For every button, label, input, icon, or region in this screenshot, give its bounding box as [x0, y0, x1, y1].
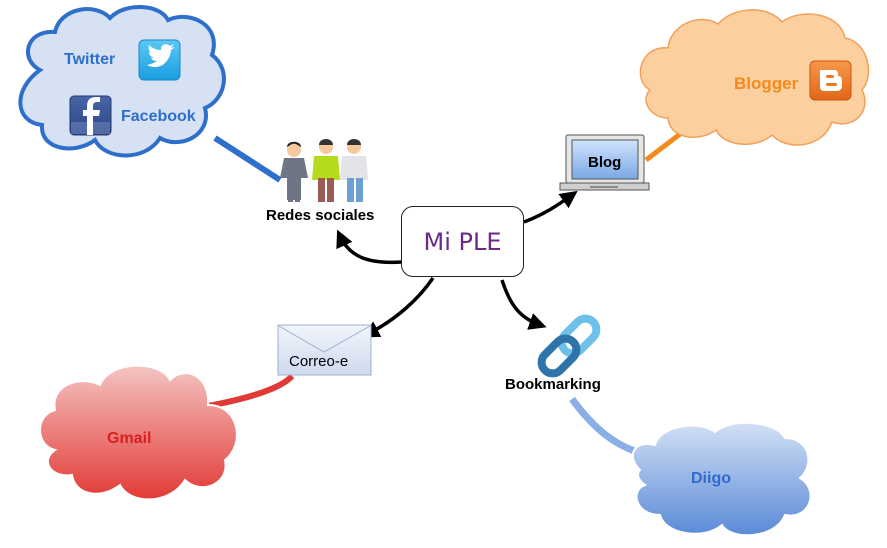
blog-label[interactable]: Blog [588, 154, 622, 171]
redes-sociales-label[interactable]: Redes sociales [266, 207, 375, 224]
envelope-icon [277, 324, 372, 376]
social-cloud [18, 4, 226, 158]
blogger-icon [809, 60, 852, 101]
link-chain-icon [537, 314, 601, 378]
blogger-cloud [639, 9, 870, 146]
twitter-icon [138, 39, 181, 81]
facebook-label[interactable]: Facebook [121, 108, 196, 125]
diigo-cloud [631, 421, 812, 537]
gmail-label[interactable]: Gmail [107, 430, 152, 447]
gmail-cloud [39, 364, 238, 501]
twitter-label[interactable]: Twitter [64, 51, 116, 68]
center-node-label: Mi PLE [423, 227, 502, 256]
blogger-label[interactable]: Blogger [734, 74, 799, 93]
diigo-label[interactable]: Diigo [691, 470, 731, 487]
diigo-cloud-connector [569, 396, 642, 457]
correo-label[interactable]: Correo-e [289, 353, 349, 370]
arrow-to-email [361, 277, 435, 338]
laptop-icon [559, 134, 650, 191]
bookmarking-label[interactable]: Bookmarking [505, 376, 601, 393]
arrow-to-social [336, 229, 403, 265]
center-node-mi-ple[interactable]: Mi PLE [401, 206, 524, 277]
social-cloud-connector [213, 135, 282, 183]
arrow-to-blog [523, 190, 578, 224]
gmail-cloud-connector [207, 373, 295, 409]
people-icon [280, 139, 368, 202]
arrow-to-bookmarking [500, 279, 547, 330]
facebook-icon [69, 95, 112, 136]
